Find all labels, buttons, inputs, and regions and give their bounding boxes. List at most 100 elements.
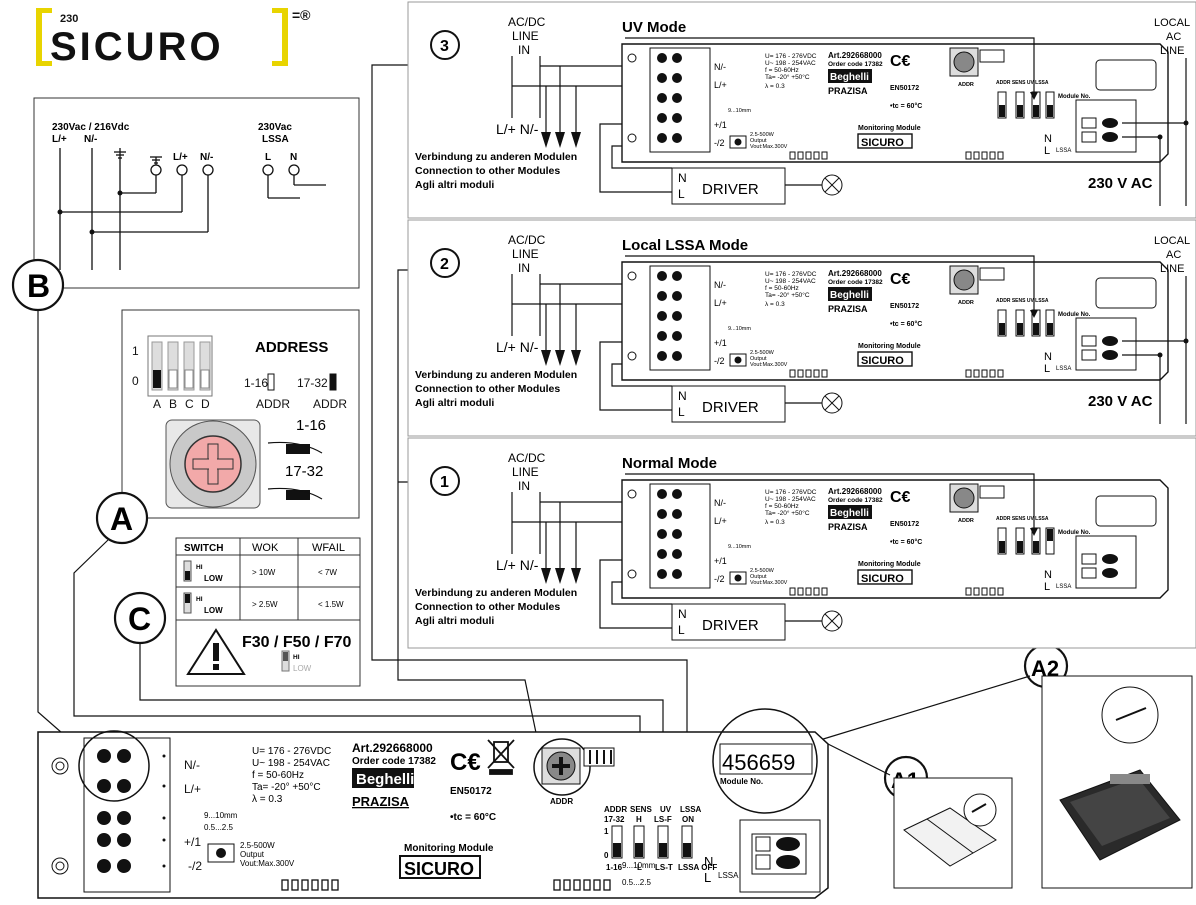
spec-line: U~ 198 - 254VAC bbox=[765, 278, 816, 285]
dip-switches bbox=[151, 341, 211, 391]
spec-line: U= 176 - 276VDC bbox=[765, 271, 817, 278]
mode-title: UV Mode bbox=[622, 19, 686, 36]
lssa-l: L bbox=[704, 870, 711, 885]
order-code: Order code 17382 bbox=[352, 756, 436, 767]
term-n: N/- bbox=[714, 498, 726, 508]
brand-prazisa: PRAZISA bbox=[828, 304, 868, 314]
driver-label: DRIVER bbox=[702, 617, 759, 634]
lssa-l: L bbox=[1044, 581, 1050, 593]
addr-label: ADDR bbox=[958, 518, 974, 524]
svg-text:C: C bbox=[128, 601, 151, 637]
spec-line: U= 176 - 276VDC bbox=[765, 489, 817, 496]
acdc-label: IN bbox=[518, 479, 530, 493]
connection-label: Connection to other Modules bbox=[415, 165, 560, 177]
spec-line: λ = 0.3 bbox=[765, 301, 785, 308]
sw-uv-lsf: LS-F bbox=[654, 815, 672, 824]
term-2: -/2 bbox=[714, 574, 725, 584]
connection-label: Agli altri moduli bbox=[415, 179, 494, 191]
arrow-icon bbox=[571, 132, 581, 148]
wire-size: 0.5...2.5 bbox=[204, 823, 233, 832]
art-number: Art.292668000 bbox=[352, 741, 433, 755]
arrow-icon bbox=[541, 568, 551, 584]
lssa-n: N bbox=[704, 854, 713, 869]
brand-prazisa: PRAZISA bbox=[828, 86, 868, 96]
mode-number: 1 bbox=[440, 474, 449, 491]
line-terms: L/+ N/- bbox=[496, 121, 539, 137]
row2-hi: HI bbox=[196, 596, 203, 603]
ce-mark: C€ bbox=[890, 53, 911, 70]
driver-label: DRIVER bbox=[702, 399, 759, 416]
lssa-n: N bbox=[1044, 351, 1052, 363]
term-l: L/+ bbox=[184, 782, 201, 796]
addr-label-high: ADDR bbox=[313, 397, 347, 411]
lssa-label: LSSA bbox=[262, 134, 289, 145]
order-code: Order code 17382 bbox=[828, 61, 883, 68]
row2-low: LOW bbox=[204, 606, 223, 615]
wire-strip: 9...10mm bbox=[204, 811, 238, 820]
lamp-icon bbox=[821, 610, 843, 632]
wire-strip: 9...10mm bbox=[728, 544, 751, 550]
line-terms: L/+ N/- bbox=[496, 339, 539, 355]
arrow-icon bbox=[541, 132, 551, 148]
module-number-label: Module No. bbox=[1058, 312, 1091, 318]
rotary-range-low: 1-16 bbox=[296, 417, 326, 434]
term-2: -/2 bbox=[714, 138, 725, 148]
mode-title: Normal Mode bbox=[622, 455, 717, 472]
term-2: -/2 bbox=[188, 859, 202, 873]
acdc-label: AC/DC bbox=[508, 233, 546, 247]
spec-line: Ta= -20° +50°C bbox=[765, 509, 810, 517]
lssa-text: LSSA bbox=[1056, 584, 1071, 590]
module-sicuro-logo: SICURO bbox=[861, 355, 904, 367]
acdc-label: AC/DC bbox=[508, 15, 546, 29]
row2-wfail: < 1.5W bbox=[318, 600, 344, 609]
logo-top-text: 230 bbox=[60, 13, 78, 25]
module-addr-label: ADDR bbox=[550, 797, 573, 806]
row1-wfail: < 7W bbox=[318, 568, 337, 577]
spec-line: Ta= -20° +50°C bbox=[765, 291, 810, 299]
arrow-icon bbox=[555, 350, 565, 366]
local-ac-line: LOCAL bbox=[1154, 235, 1190, 247]
module-number-label: Module No. bbox=[1058, 530, 1091, 536]
spec-line: f = 50-60Hz bbox=[765, 503, 799, 510]
tc-rating: •tc = 60°C bbox=[890, 538, 922, 546]
row1-wok: > 10W bbox=[252, 568, 276, 577]
module-term-n: N/- bbox=[200, 152, 213, 163]
order-code: Order code 17382 bbox=[828, 497, 883, 504]
lamp-icon bbox=[821, 392, 843, 414]
term-l: L/+ bbox=[714, 298, 727, 308]
monitoring-label: Monitoring Module bbox=[858, 343, 921, 350]
panel-b-frame bbox=[33, 97, 360, 289]
arrow-icon bbox=[555, 132, 565, 148]
arrow-icon bbox=[541, 350, 551, 366]
connection-label: Connection to other Modules bbox=[415, 383, 560, 395]
a1-manual-image bbox=[893, 777, 1013, 889]
output-label: Output bbox=[240, 850, 265, 859]
output-spec: 2.5-500W bbox=[750, 132, 775, 138]
spec-ta: Ta= -20° +50°C bbox=[252, 782, 321, 793]
term-1: +/1 bbox=[714, 120, 727, 130]
driver-l: L bbox=[678, 623, 685, 637]
brand-prazisa: PRAZISA bbox=[352, 794, 410, 809]
sw-header-lssa: LSSA bbox=[680, 805, 702, 814]
driver-n: N bbox=[678, 389, 687, 403]
sw-addr-low: 1-16 bbox=[606, 863, 623, 872]
spec-line: Ta= -20° +50°C bbox=[765, 73, 810, 81]
module-vents bbox=[281, 879, 611, 891]
driver-l: L bbox=[678, 187, 685, 201]
a2-module-image bbox=[1041, 675, 1193, 889]
driver-l: L bbox=[678, 405, 685, 419]
addr-label: ADDR bbox=[958, 300, 974, 306]
supply-term-l: L/+ bbox=[52, 134, 67, 145]
acdc-label: LINE bbox=[512, 465, 539, 479]
sw-lssa-on: ON bbox=[682, 815, 694, 824]
output-spec: Vout:Max.300V bbox=[750, 144, 788, 150]
mains-voltage: 230 V AC bbox=[1088, 393, 1153, 410]
module-number-label: Module No. bbox=[720, 777, 763, 786]
mode-number: 3 bbox=[440, 38, 449, 55]
output-spec: 2.5-500W bbox=[750, 568, 775, 574]
monitoring-label: Monitoring Module bbox=[404, 843, 494, 854]
main-module: N/- L/+ +/1 -/2 U= 176 - 276VDC U~ 198 -… bbox=[37, 708, 829, 899]
